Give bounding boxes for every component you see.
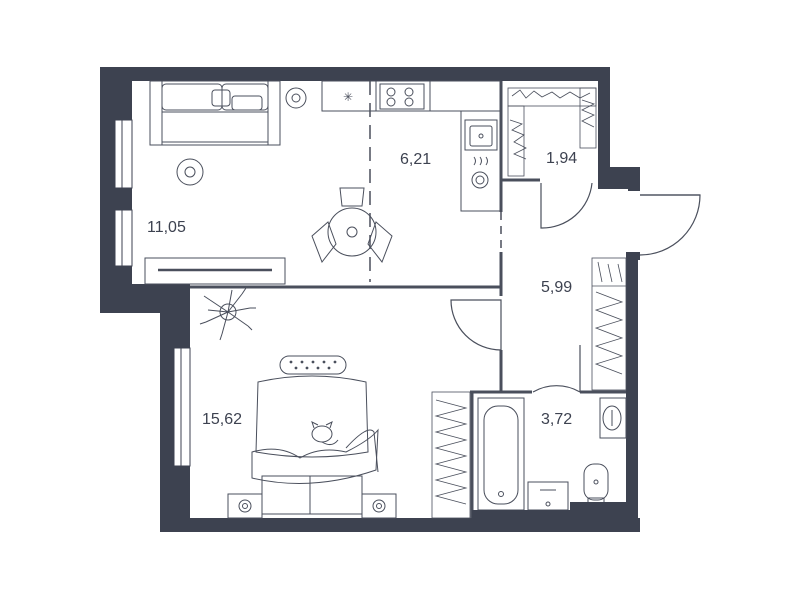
wall-step bbox=[100, 284, 190, 313]
window-bedroom bbox=[173, 347, 191, 467]
windows bbox=[114, 119, 191, 467]
sofa bbox=[149, 80, 281, 146]
pouf bbox=[176, 158, 204, 186]
dining-table bbox=[327, 207, 377, 257]
wardrobe-door bbox=[540, 182, 593, 229]
area-labels: 11,05 6,21 1,94 5,99 15,62 3,72 bbox=[147, 150, 577, 428]
doors bbox=[450, 182, 701, 394]
bedroom-door bbox=[450, 299, 502, 351]
washbasin-2 bbox=[599, 397, 627, 439]
bedroom-furniture bbox=[199, 287, 471, 519]
stove bbox=[379, 83, 425, 110]
armchair-round bbox=[285, 87, 307, 109]
bed-headboard-pillow bbox=[279, 355, 347, 375]
window-living-1 bbox=[114, 119, 133, 189]
tv-stand bbox=[144, 257, 286, 285]
window-living-2 bbox=[114, 209, 133, 267]
wall-right-hall-cap bbox=[626, 252, 640, 260]
interior-walls bbox=[190, 81, 626, 518]
area-bathroom: 3,72 bbox=[541, 411, 572, 428]
bedroom-wardrobe bbox=[431, 391, 471, 519]
area-bedroom: 15,62 bbox=[202, 411, 242, 428]
wall-top-main bbox=[100, 67, 610, 81]
kitchen-furniture: ✳ bbox=[311, 80, 502, 264]
wardrobe-closet bbox=[507, 87, 597, 177]
entrance-door bbox=[639, 194, 701, 256]
wall-bottom bbox=[160, 518, 640, 532]
svg-text:✳: ✳ bbox=[343, 90, 353, 104]
area-hallway: 5,99 bbox=[541, 279, 572, 296]
hall-wardrobe bbox=[591, 257, 627, 391]
bathroom-furniture bbox=[472, 397, 627, 518]
living-furniture bbox=[144, 80, 307, 285]
toilet bbox=[583, 463, 609, 505]
area-wardrobe: 1,94 bbox=[546, 150, 577, 167]
nightstands bbox=[227, 493, 397, 519]
wall-right-hall bbox=[626, 252, 638, 532]
wall-right-wardrobe bbox=[598, 67, 610, 177]
wall-left-living bbox=[100, 67, 132, 313]
bathroom-door bbox=[532, 345, 581, 394]
plant bbox=[199, 287, 256, 341]
sink bbox=[464, 119, 498, 151]
washing-machine bbox=[471, 156, 489, 189]
wall-right-stub-2 bbox=[628, 167, 640, 191]
area-kitchen: 6,21 bbox=[400, 151, 431, 168]
cat bbox=[311, 421, 339, 446]
chairs bbox=[311, 187, 393, 264]
area-living-room: 11,05 bbox=[147, 219, 186, 236]
washbasin bbox=[527, 481, 569, 511]
double-bed bbox=[251, 375, 379, 515]
walls bbox=[100, 67, 640, 532]
bathtub bbox=[477, 397, 525, 511]
